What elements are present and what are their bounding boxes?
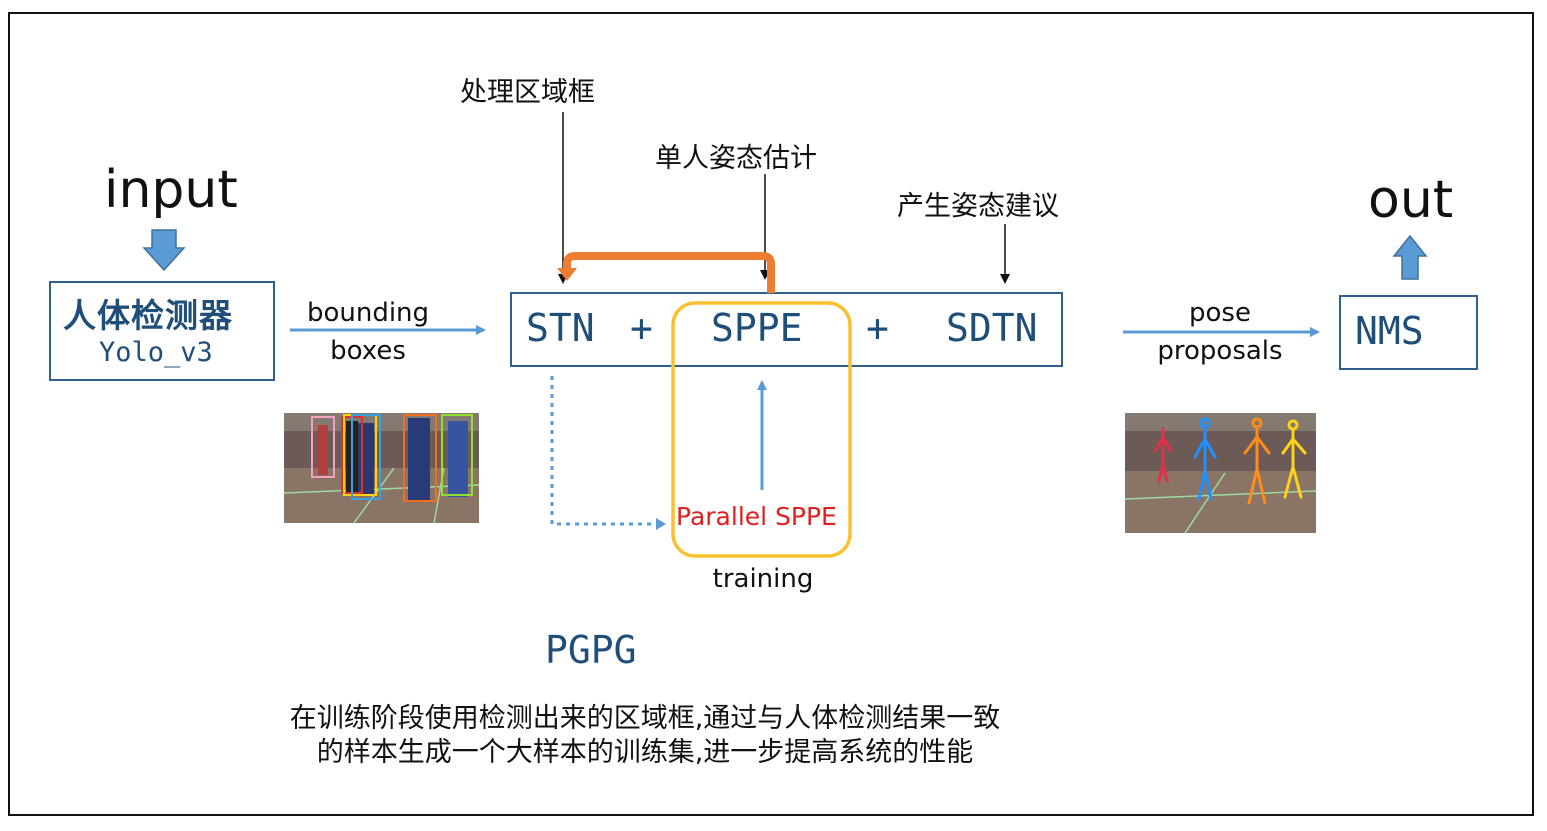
nms-box: NMS [1339,295,1478,370]
output-label: out [1368,170,1454,230]
pose-proposals-label: pose proposals [1140,294,1300,370]
diagram-frame [8,12,1534,816]
parallel-sppe-label: Parallel SPPE [676,502,837,531]
annotation-region: 处理区域框 [460,77,595,108]
pose-proposals-line2: proposals [1157,336,1283,366]
bbox-label: bounding boxes [300,294,436,370]
pgpg-label: PGPG [545,628,637,672]
plus-sign-2: + [866,306,889,350]
stn-to-parallel-dotted [550,376,656,526]
output-up-arrow [1392,234,1428,280]
detector-model: Yolo_v3 [99,337,213,368]
annotation-pose-proposal: 产生姿态建议 [897,191,1059,222]
description-line1: 在训练阶段使用检测出来的区域框,通过与人体检测结果一致 [289,703,1001,734]
bbox-label-line2: boxes [330,336,406,366]
sppe-label: SPPE [711,306,803,350]
annotation-single-pose: 单人姿态估计 [655,143,817,174]
description: 在训练阶段使用检测出来的区域框,通过与人体检测结果一致 的样本生成一个大样本的训… [240,702,1050,770]
sdtn-label: SDTN [946,306,1038,350]
bbox-label-line1: bounding [306,298,430,328]
nms-label: NMS [1355,309,1424,353]
stn-label: STN [526,306,595,350]
training-label: training [712,564,814,594]
pose-photo [1125,413,1316,533]
detector-box: 人体检测器 Yolo_v3 [49,281,275,381]
plus-sign-1: + [630,306,653,350]
input-down-arrow [142,229,186,272]
detector-title: 人体检测器 [63,296,233,335]
pose-proposals-line1: pose [1189,298,1251,328]
input-label: input [104,160,238,220]
sppe-highlight [671,301,852,558]
description-line2: 的样本生成一个大样本的训练集,进一步提高系统的性能 [316,737,974,768]
detection-photo [284,413,479,523]
feedback-arrow [563,252,775,293]
